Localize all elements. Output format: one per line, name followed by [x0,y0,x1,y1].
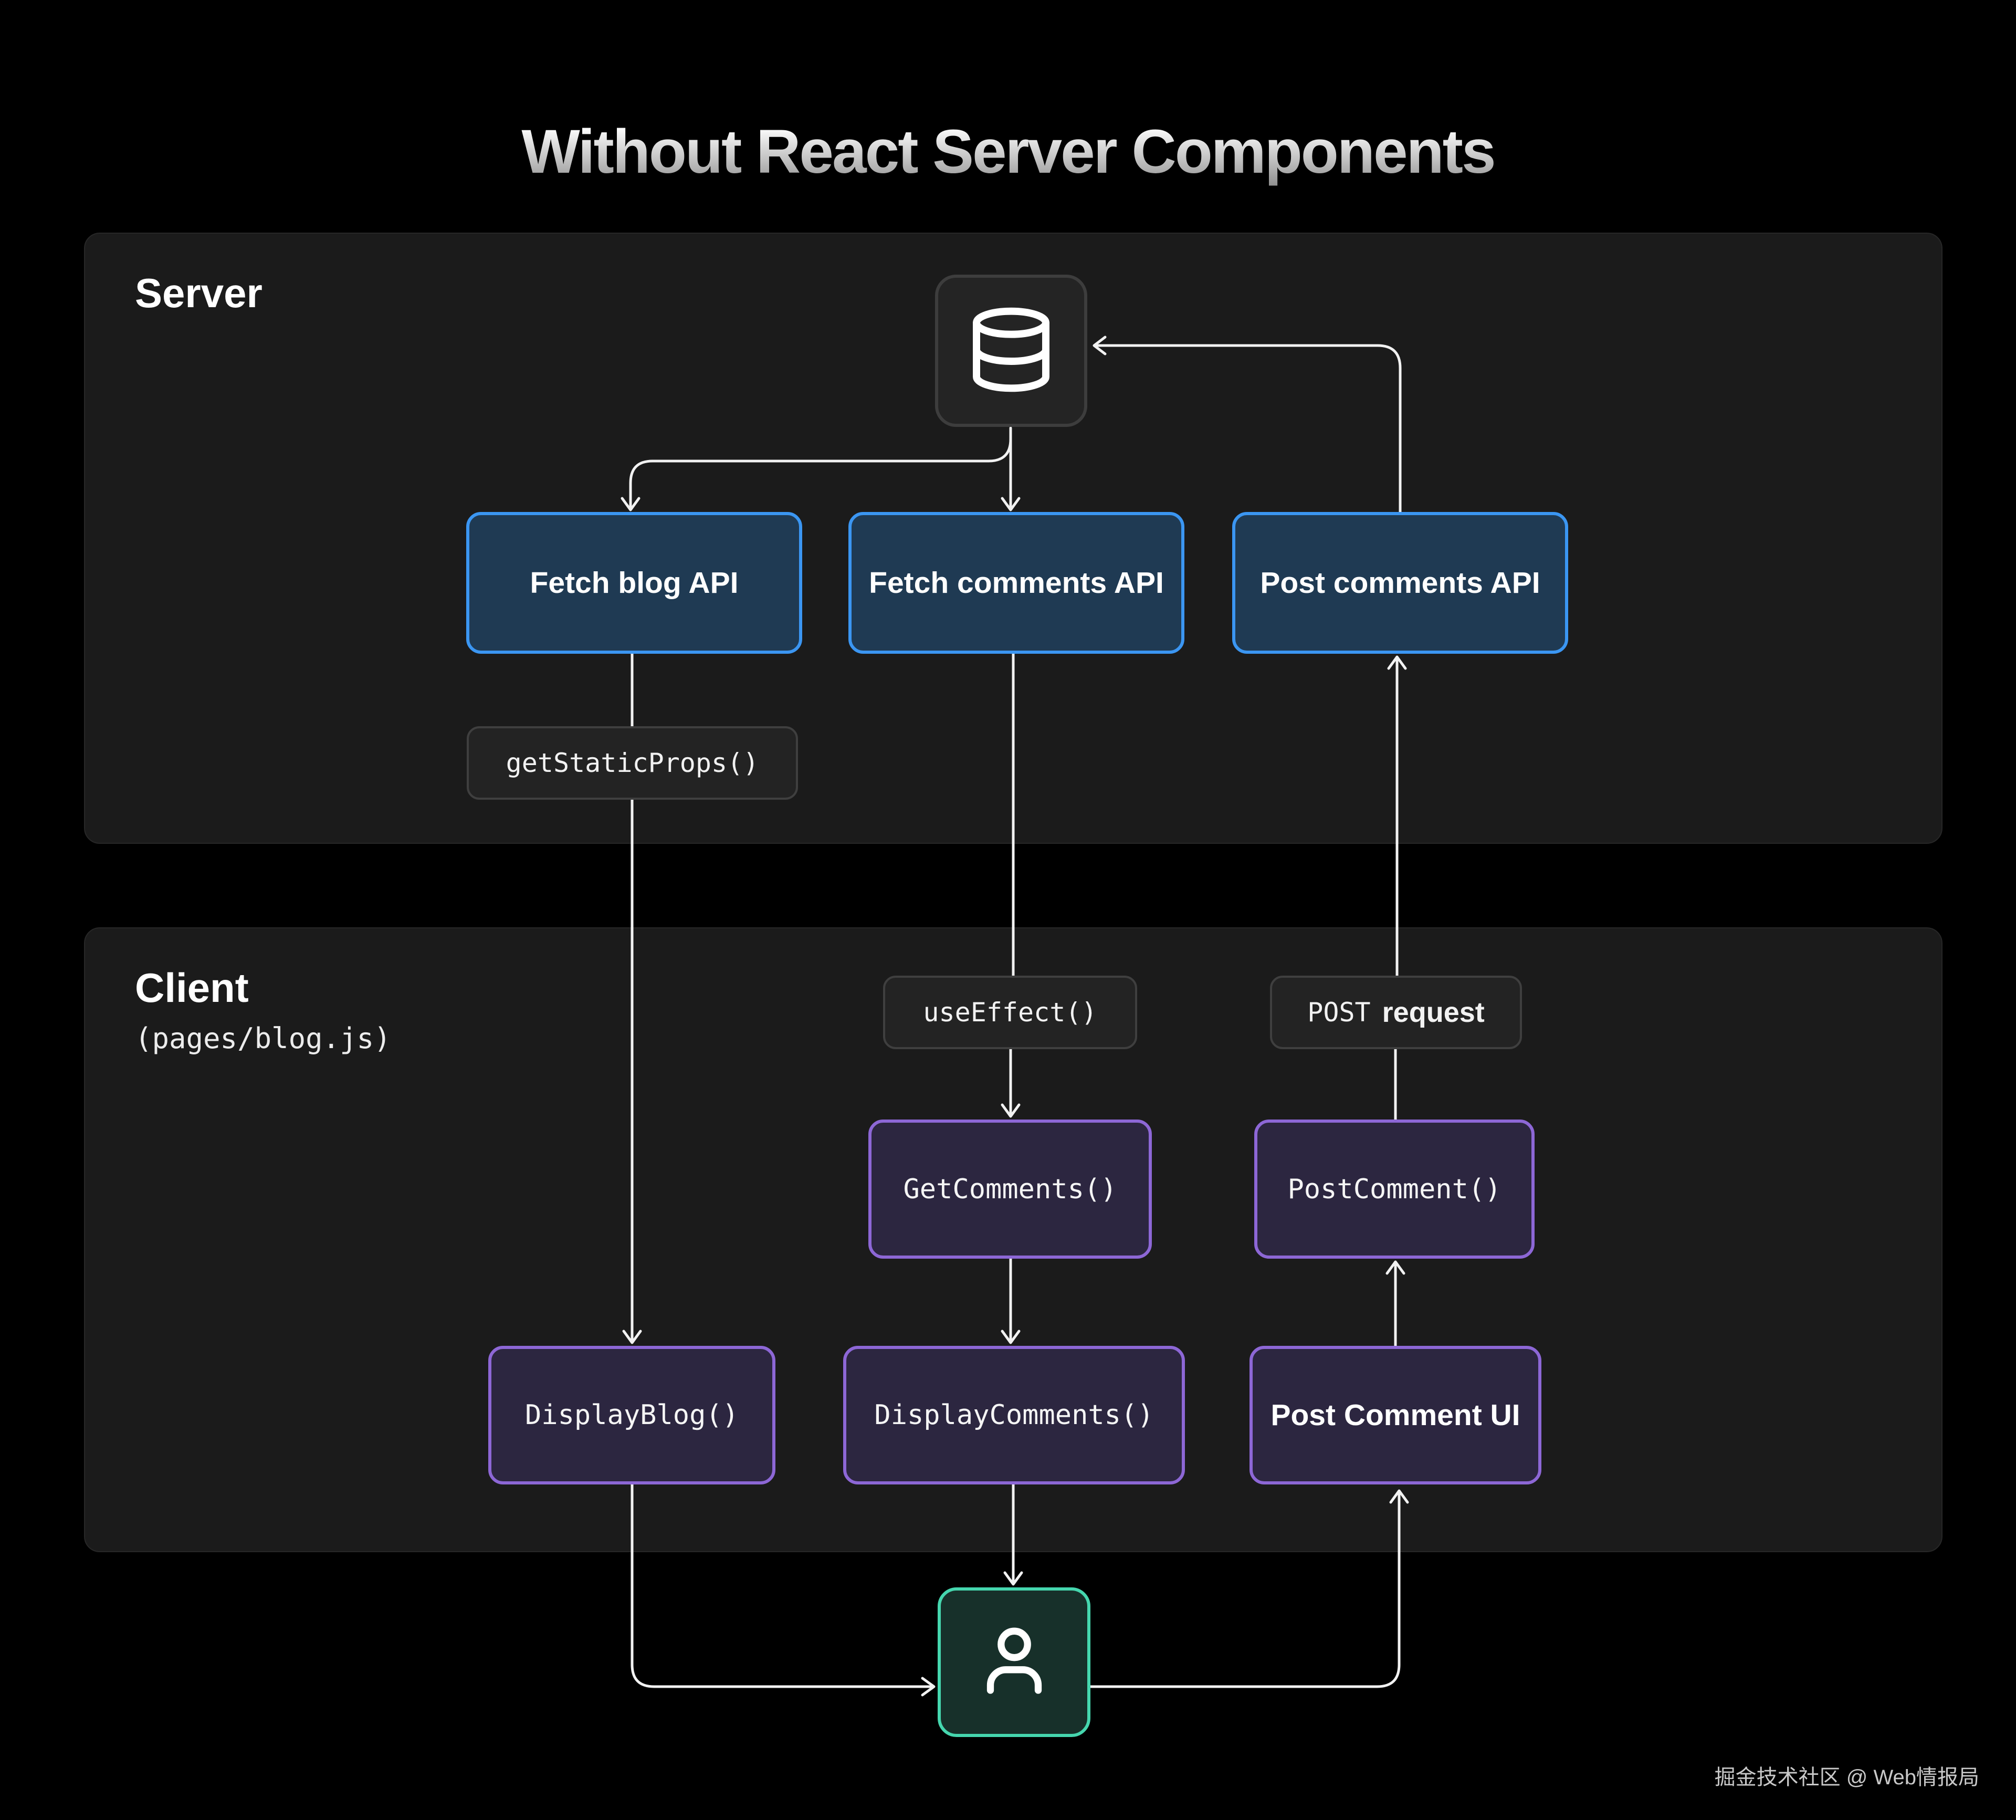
use-effect-node: useEffect() [883,976,1137,1049]
arrow-down-user [1003,1571,1023,1586]
post-comments-api-node: Post comments API [1232,512,1568,654]
database-node [935,275,1087,427]
arrow-up-post-comment [1385,1260,1405,1275]
use-effect-label: useEffect() [923,997,1097,1028]
post-comment-ui-node: Post Comment UI [1250,1346,1541,1484]
wire-user-to-postcommentui [1089,1492,1401,1688]
fetch-blog-api-label: Fetch blog API [530,566,739,600]
post-request-mono-label: POST [1307,997,1371,1028]
arrow-up-post-comments-api [1387,655,1407,670]
arrow-left-database [1093,336,1107,355]
post-comment-node: PostComment() [1254,1120,1535,1259]
arrow-down-get-comments [1001,1103,1021,1118]
post-request-bold-label: request [1382,997,1485,1028]
client-panel-path: (pages/blog.js) [135,1022,391,1055]
display-blog-node: DisplayBlog() [488,1346,775,1484]
arrow-down-display-comments [1001,1330,1021,1344]
client-panel-label: Client [135,965,249,1011]
fetch-blog-api-node: Fetch blog API [466,512,802,654]
fetch-comments-api-label: Fetch comments API [869,566,1164,600]
arrow-down-fetch-comments [1001,497,1021,511]
get-static-props-label: getStaticProps() [506,748,759,778]
arrow-right-user [921,1677,936,1697]
server-panel-label: Server [135,270,262,316]
arrow-down-fetch-blog [621,497,640,511]
fetch-comments-api-node: Fetch comments API [848,512,1184,654]
post-comment-ui-label: Post Comment UI [1270,1398,1520,1432]
wire-db-to-fetch-blog [629,437,1012,509]
arrow-up-post-comment-ui [1389,1489,1409,1504]
arrow-down-display-blog [622,1330,642,1344]
get-static-props-node: getStaticProps() [467,726,798,800]
wire-displayblog-to-user [631,1483,933,1688]
display-blog-label: DisplayBlog() [525,1399,739,1431]
page-title: Without React Server Components [0,116,2016,187]
post-comment-label: PostComment() [1287,1173,1502,1205]
display-comments-label: DisplayComments() [874,1399,1154,1431]
get-comments-node: GetComments() [868,1120,1152,1259]
database-icon [965,304,1057,399]
display-comments-node: DisplayComments() [843,1346,1185,1484]
get-comments-label: GetComments() [903,1173,1117,1205]
user-icon [970,1617,1058,1708]
user-node [938,1587,1090,1737]
watermark: 掘金技术社区 @ Web情报局 [1714,1766,1979,1789]
post-comments-api-label: Post comments API [1260,566,1540,600]
wire-post-comments-to-db [1096,344,1402,514]
post-request-node: POST request [1270,976,1522,1049]
